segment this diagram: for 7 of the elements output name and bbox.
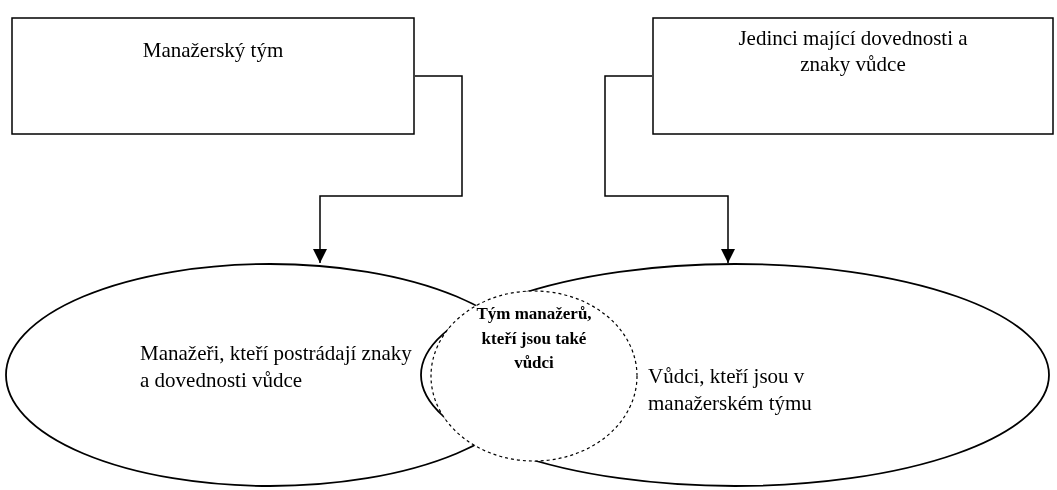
node-label: Jedinci mající dovednosti a znaky vůdce <box>737 25 969 78</box>
arrow <box>313 75 463 264</box>
node-label: Manažeři, kteří postrádají znaky a dovednosti vůdce <box>140 340 413 395</box>
node-label: Vůdci, kteří jsou v manažerském týmu <box>648 363 813 418</box>
node-label: Tým manažerů, kteří jsou také vůdci <box>475 303 593 375</box>
node-label: Manažerský tým <box>141 37 285 64</box>
arrow <box>604 75 735 264</box>
